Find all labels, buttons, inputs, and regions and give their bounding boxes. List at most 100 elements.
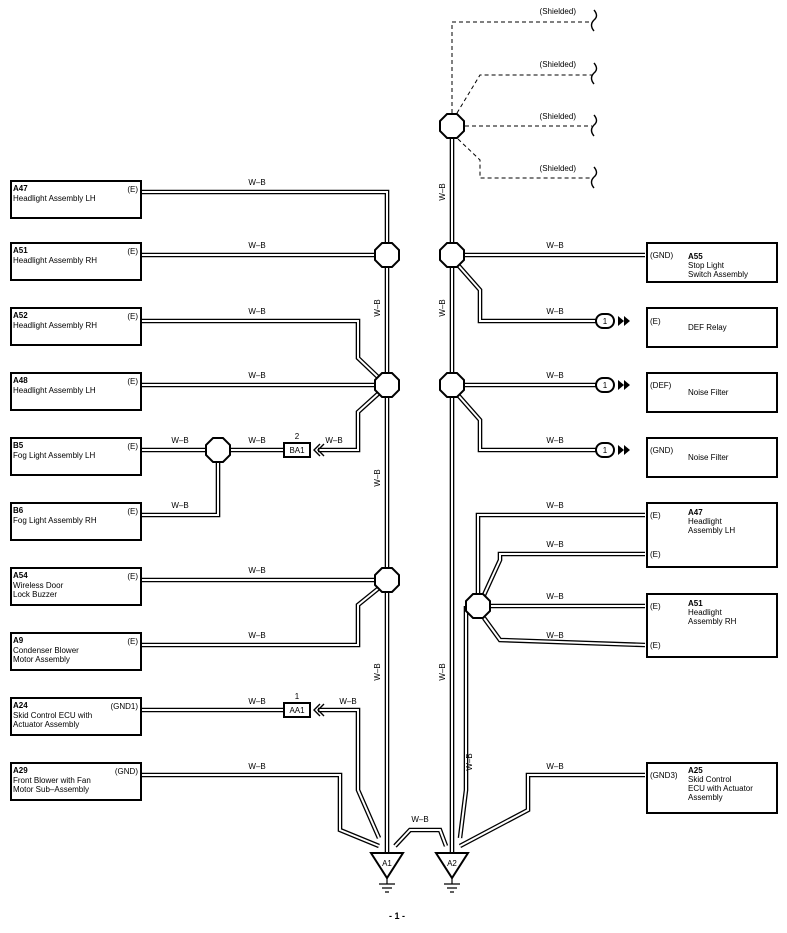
shielded-label: (Shielded)	[540, 112, 577, 121]
wire-color-label: W–B	[248, 371, 265, 380]
splice-node	[374, 242, 400, 268]
connector-box	[283, 702, 311, 718]
component-code: A29	[13, 766, 28, 775]
wire-color-label: W–B	[248, 241, 265, 250]
splice-nodes	[205, 113, 491, 619]
component-pin: (E)	[650, 641, 661, 650]
shielded-label: (Shielded)	[540, 7, 577, 16]
wire-a29-core	[141, 774, 380, 847]
component-pin: (GND)	[115, 767, 138, 776]
component-box	[646, 762, 778, 814]
component-name-line2: Lock Buzzer	[13, 590, 57, 599]
component-code: A52	[13, 311, 28, 320]
component-name: Headlight Assembly LH	[13, 386, 96, 395]
component-def-relay: (E) DEF Relay	[646, 307, 778, 348]
wire-a29	[141, 772, 380, 849]
wire-color-label: W–B	[171, 501, 188, 510]
component-pin: (GND1)	[110, 702, 138, 711]
component-name: Fog Light Assembly LH	[13, 451, 95, 460]
connector-pin: 2	[295, 432, 300, 441]
wire-labels: (Shielded)(Shielded)(Shielded)(Shielded)…	[171, 7, 576, 921]
shield-line	[457, 138, 592, 179]
component-name: Headlight Assembly RH	[13, 321, 97, 330]
wire-color-label: W–B	[373, 299, 382, 316]
wire-color-label: W–B	[339, 697, 356, 706]
plug-pin: 1	[603, 317, 608, 326]
component-name: Skid Control	[688, 775, 732, 784]
shield-lines	[451, 9, 598, 189]
shield-end-icon	[590, 62, 598, 85]
component-noise-filter: (DEF)Noise Filter	[646, 372, 778, 413]
component-code: A9	[13, 636, 24, 645]
wire-a1-a2-core	[394, 829, 447, 847]
connector-label: AA1	[289, 706, 305, 715]
ground-a2: A2	[434, 852, 470, 893]
component-noise-filter: (GND)Noise Filter	[646, 437, 778, 478]
plug-connector: 1	[595, 442, 630, 458]
component-pin: (GND)	[650, 446, 673, 455]
ground-symbol-icon	[379, 878, 395, 893]
splice-node	[205, 437, 231, 463]
wire-color-label: W–B	[546, 762, 563, 771]
component-pin: (E)	[127, 185, 138, 194]
plug-pin: 1	[603, 381, 608, 390]
plug-body	[595, 377, 615, 393]
component-name: Headlight	[688, 517, 723, 526]
ground-triangle	[369, 852, 405, 880]
wire-color-label: W–B	[373, 663, 382, 680]
plug-pin: 1	[603, 446, 608, 455]
component-name: Skid Control ECU with	[13, 711, 92, 720]
component-box	[10, 372, 142, 411]
wire-color-label: W–B	[248, 178, 265, 187]
wire-color-label: W–B	[546, 631, 563, 640]
component-pin: (GND)	[650, 251, 673, 260]
wire-a52-left-core	[141, 320, 380, 379]
component-box	[10, 180, 142, 219]
plug-connector: 1	[595, 377, 630, 393]
component-name: DEF Relay	[688, 323, 727, 332]
wire-color-label: W–B	[465, 753, 474, 770]
component-pin: (E)	[127, 572, 138, 581]
component-box	[10, 697, 142, 736]
component-code: A51	[688, 599, 703, 608]
wire-color-label: W–B	[546, 241, 563, 250]
wire-a9-core	[141, 587, 380, 646]
ground-a1: A1	[369, 852, 405, 893]
component-box	[10, 762, 142, 801]
shield-end-icon	[590, 114, 598, 137]
component-pin: (E)	[650, 317, 661, 326]
plug-body	[595, 313, 615, 329]
wire-a47a51-down-core	[459, 606, 467, 839]
component-code: A51	[13, 246, 28, 255]
plug-arrow-icon	[618, 316, 630, 326]
wire-color-label: W–B	[438, 299, 447, 316]
page-number: - 1 -	[389, 911, 405, 921]
wire-color-label: W–B	[546, 436, 563, 445]
plug-body	[595, 442, 615, 458]
component-box	[646, 372, 778, 413]
component-pin: (E)	[127, 377, 138, 386]
wire-noise-filter-2-core	[457, 394, 596, 451]
plug-connector: 1	[595, 313, 630, 329]
wire-color-label: W–B	[438, 183, 447, 200]
wire-color-label: W–B	[248, 762, 265, 771]
wire-color-label: W–B	[546, 592, 563, 601]
component-name-line2: Switch Assembly	[688, 270, 748, 279]
wire-color-label: W–B	[546, 501, 563, 510]
wire-a25-core	[459, 774, 645, 847]
component-code: A48	[13, 376, 28, 385]
wire-a25	[458, 772, 645, 849]
shielded-label: (Shielded)	[540, 164, 577, 173]
wire-color-label: W–B	[411, 815, 428, 824]
